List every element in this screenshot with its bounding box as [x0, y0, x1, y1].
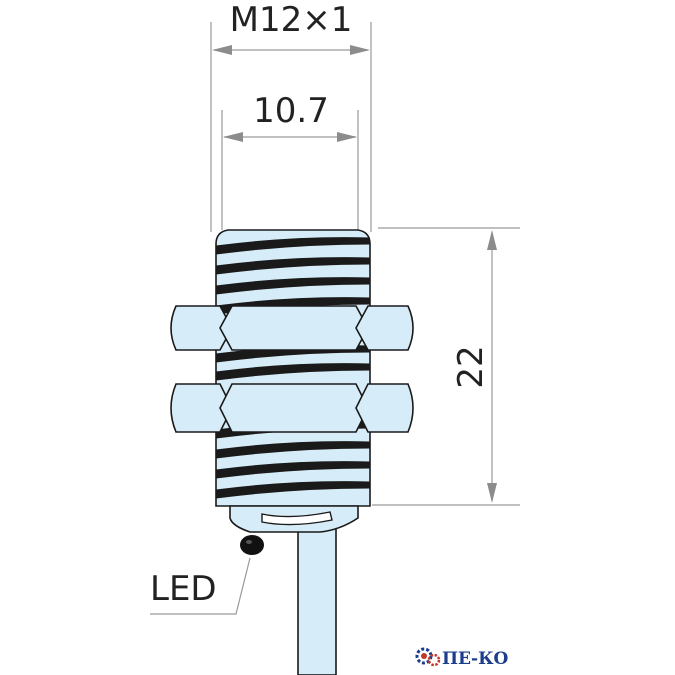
end-cap: [229, 505, 359, 533]
dimension-inner-label: 10.7: [253, 91, 329, 131]
hex-nut-upper: [170, 305, 414, 351]
led-label: LED: [150, 569, 217, 609]
gear-icon: [415, 647, 441, 667]
brand-logo: ПЕ-КО: [415, 647, 509, 669]
dimension-thread-label: M12×1: [230, 0, 353, 40]
extension-lines: [210, 22, 520, 506]
led-indicator: [240, 535, 264, 555]
led-callout: LED: [150, 557, 251, 615]
dimension-inner: 10.7: [223, 91, 357, 142]
logo-text: ПЕ-КО: [442, 649, 509, 669]
dimension-length: 22: [451, 230, 497, 503]
dimension-thread: M12×1: [212, 0, 370, 55]
hex-nut-lower: [170, 383, 414, 433]
threaded-body: [215, 229, 371, 507]
dimension-length-label: 22: [451, 345, 491, 388]
cable: [297, 527, 337, 675]
